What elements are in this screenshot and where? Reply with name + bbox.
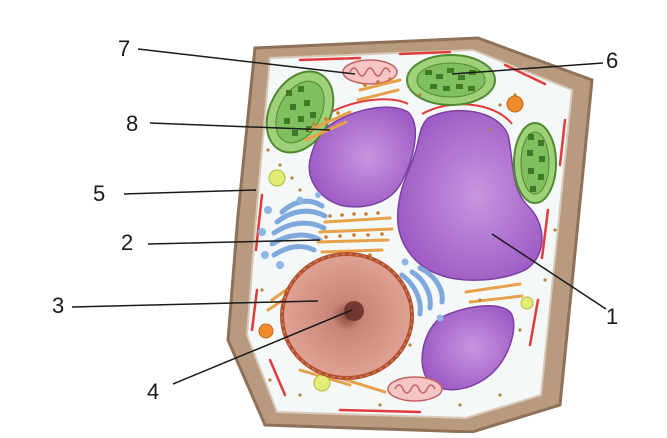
chloroplast-top bbox=[407, 55, 495, 105]
nucleus bbox=[282, 254, 412, 378]
vesicle-orange-2 bbox=[259, 324, 273, 338]
label-3: 3 bbox=[52, 295, 64, 317]
label-7: 7 bbox=[118, 38, 130, 60]
label-8: 8 bbox=[126, 113, 138, 135]
nucleolus bbox=[344, 301, 364, 321]
chloroplast-right bbox=[514, 123, 556, 203]
label-6: 6 bbox=[606, 50, 618, 72]
mitochondrion-bottom bbox=[388, 377, 442, 401]
vesicle-yellow-3 bbox=[521, 297, 533, 309]
leader-line-5 bbox=[124, 190, 256, 194]
label-4: 4 bbox=[147, 381, 159, 403]
label-2: 2 bbox=[121, 232, 133, 254]
label-5: 5 bbox=[93, 183, 105, 205]
vesicle-orange bbox=[507, 96, 523, 112]
vesicle-yellow bbox=[269, 170, 285, 186]
label-1: 1 bbox=[606, 306, 618, 328]
